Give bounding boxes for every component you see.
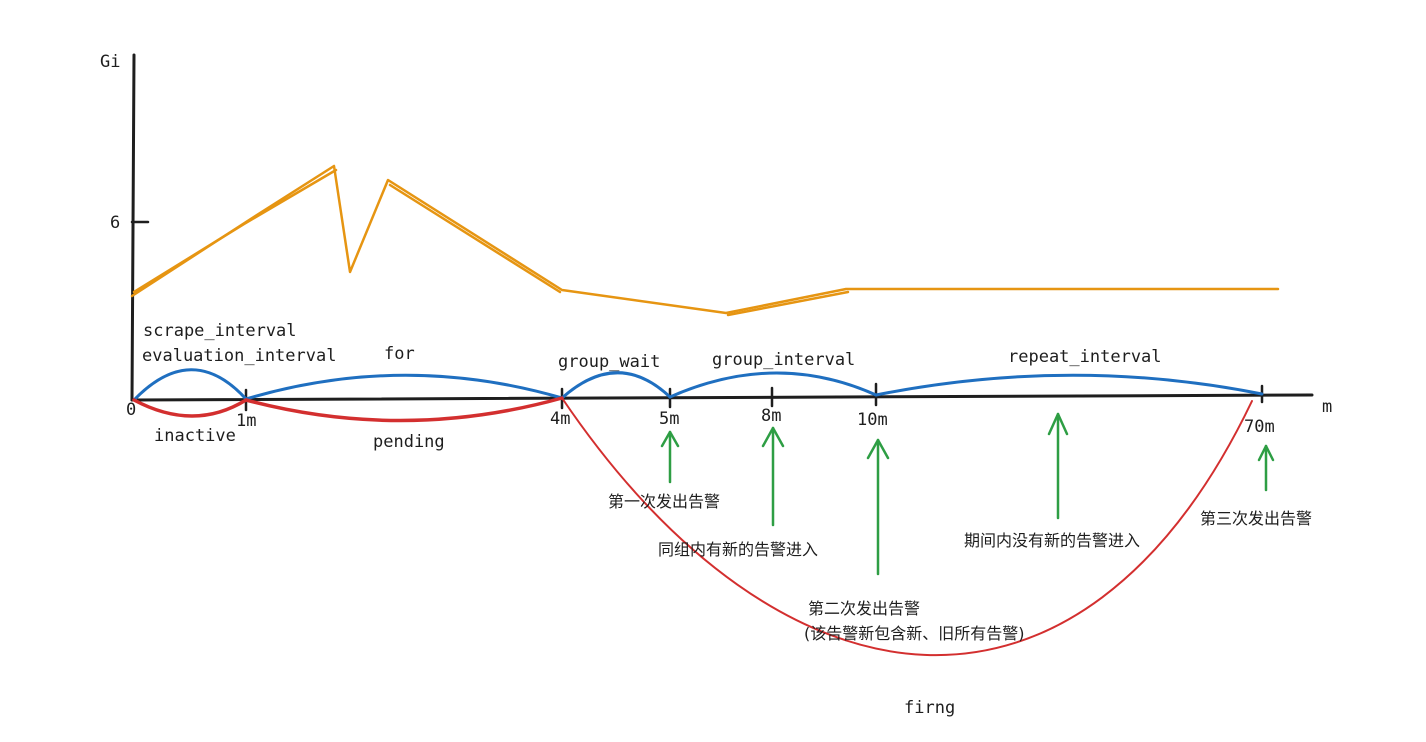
x-label-70m: 70m xyxy=(1244,417,1275,437)
x-label-4m: 4m xyxy=(550,409,570,429)
phase-label-group-wait: group_wait xyxy=(558,352,660,372)
state-arc-pending xyxy=(244,396,564,423)
x-label-8m: 8m xyxy=(761,406,781,426)
y-axis xyxy=(130,53,136,402)
arrow-up-icon-first-alert xyxy=(660,430,680,484)
state-arc-inactive xyxy=(132,398,248,418)
arrow-up-icon-second-alert xyxy=(866,438,890,576)
state-label-inactive: inactive xyxy=(154,426,236,446)
phase-label-evaluation-interval: evaluation_interval xyxy=(142,346,336,366)
memory-usage-line-sketch xyxy=(132,168,850,317)
event-label-first-alert: 第一次发出告警 xyxy=(608,492,720,511)
phase-arc-group-wait xyxy=(560,371,672,400)
arrow-up-icon-third-alert xyxy=(1257,444,1275,492)
event-label-second-alert: 第二次发出告警 xyxy=(808,599,920,618)
phase-arc-group-interval xyxy=(668,371,878,399)
state-arc-firing xyxy=(561,397,1253,656)
x-label-10m: 10m xyxy=(857,410,888,430)
state-label-pending: pending xyxy=(373,432,445,452)
phase-label-group-interval: group_interval xyxy=(712,350,855,370)
phase-label-repeat-interval: repeat_interval xyxy=(1008,347,1162,367)
y-unit-label: Gi xyxy=(100,52,120,72)
phase-label-scrape-interval: scrape_interval xyxy=(143,321,297,341)
event-label-no-new-alert: 期间内没有新的告警进入 xyxy=(964,531,1140,550)
x-label-5m: 5m xyxy=(659,409,679,429)
state-label-firing: firng xyxy=(904,698,955,718)
x-unit-label: m xyxy=(1322,397,1332,417)
y-tick-label: 6 xyxy=(110,213,120,233)
event-label-third-alert: 第三次发出告警 xyxy=(1200,509,1312,528)
arrow-up-icon-new-alert-in-group xyxy=(761,426,785,527)
phase-label-for: for xyxy=(384,344,415,364)
memory-usage-line xyxy=(130,164,1280,315)
x-axis xyxy=(130,393,1314,402)
arrow-up-icon-no-new-alert xyxy=(1047,412,1069,520)
origin-label: 0 xyxy=(126,400,136,420)
phase-arc-for xyxy=(244,373,564,401)
phase-arc-repeat-interval xyxy=(874,373,1264,397)
event-label-second-alert-detail: (该告警新包含新、旧所有告警) xyxy=(804,624,1025,643)
x-label-1m: 1m xyxy=(236,411,256,431)
event-label-new-alert-in-group: 同组内有新的告警进入 xyxy=(658,540,818,559)
phase-arc-evaluation xyxy=(132,368,248,402)
